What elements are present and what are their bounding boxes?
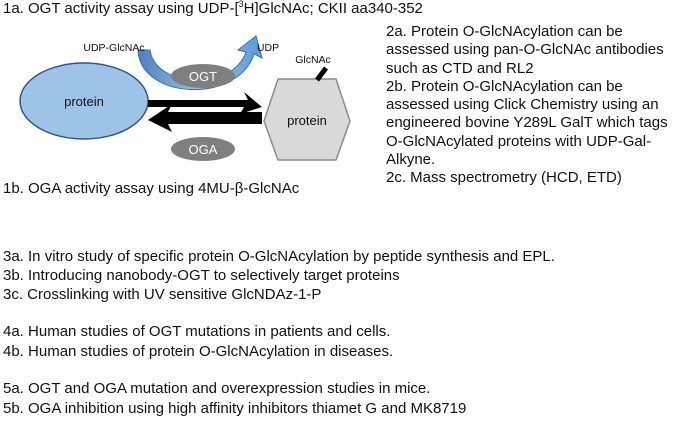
udp-label: UDP xyxy=(257,42,279,54)
detection-methods-block: 2a. Protein O-GlcNAcylation can be asses… xyxy=(386,23,696,188)
udp-glcnac-label: UDP-GlcNAc xyxy=(83,42,144,54)
method-2a-line1: 2a. Protein O-GlcNAcylation can be xyxy=(386,23,623,40)
protein-right-label: protein xyxy=(287,113,327,128)
method-2b-line2: assessed using Click Chemistry using an xyxy=(386,96,659,114)
protein-hexagon xyxy=(263,78,351,161)
glcnac-label: GlcNAc xyxy=(295,54,331,66)
oga-oval xyxy=(171,137,235,161)
ogt-assay-heading-part2: H]GlcNAc; CKII aa340-352 xyxy=(243,0,423,17)
method-2c-line: 2c. Mass spectrometry (HCD, ETD) xyxy=(386,169,622,187)
glcnac-stub xyxy=(315,66,328,82)
item-3b: 3b. Introducing nanobody-OGT to selectiv… xyxy=(3,267,400,284)
forward-arrow xyxy=(148,92,262,114)
item-4b: 4b. Human studies of protein O-GlcNAcyla… xyxy=(3,343,394,360)
ogt-assay-heading: 1a. OGT activity assay using UDP-[3H]Glc… xyxy=(3,0,423,18)
item-4a: 4a. Human studies of OGT mutations in pa… xyxy=(3,323,391,340)
method-2b-line3: engineered bovine Y289L GalT which tags xyxy=(386,114,668,132)
ogt-label: OGT xyxy=(189,69,217,84)
method-2b-line5: Alkyne. xyxy=(386,151,436,169)
method-2a-line2: assessed using pan-O-GlcNAc antibodies xyxy=(386,41,664,59)
item-3c: 3c. Crosslinking with UV sensitive GlcND… xyxy=(3,286,322,303)
item-5b: 5b. OGA inhibition using high affinity i… xyxy=(3,400,467,417)
tritium-superscript: 3 xyxy=(238,0,244,9)
oga-label: OGA xyxy=(189,142,218,157)
item-5a: 5a. OGT and OGA mutation and overexpress… xyxy=(3,380,431,397)
reverse-arrow xyxy=(148,104,262,132)
method-2b-line1: 2b. Protein O-GlcNAcylation can be xyxy=(386,77,623,95)
ogt-assay-heading-part1: 1a. OGT activity assay using UDP-[ xyxy=(3,0,239,17)
ogt-oval xyxy=(171,64,235,88)
method-2a-line3: such as CTD and RL2 xyxy=(386,59,534,77)
ogt-oga-cycle-diagram: protein protein GlcNAc UDP-GlcNAc UDP OG… xyxy=(19,35,351,161)
item-3a: 3a. In vitro study of specific protein O… xyxy=(3,248,555,265)
method-2b-line4: O-GlcNAcylated proteins with UDP-Gal- xyxy=(386,132,652,150)
protein-left-label: protein xyxy=(64,94,104,109)
oga-assay-text: 1b. OGA activity assay using 4MU-β-GlcNA… xyxy=(3,180,300,197)
